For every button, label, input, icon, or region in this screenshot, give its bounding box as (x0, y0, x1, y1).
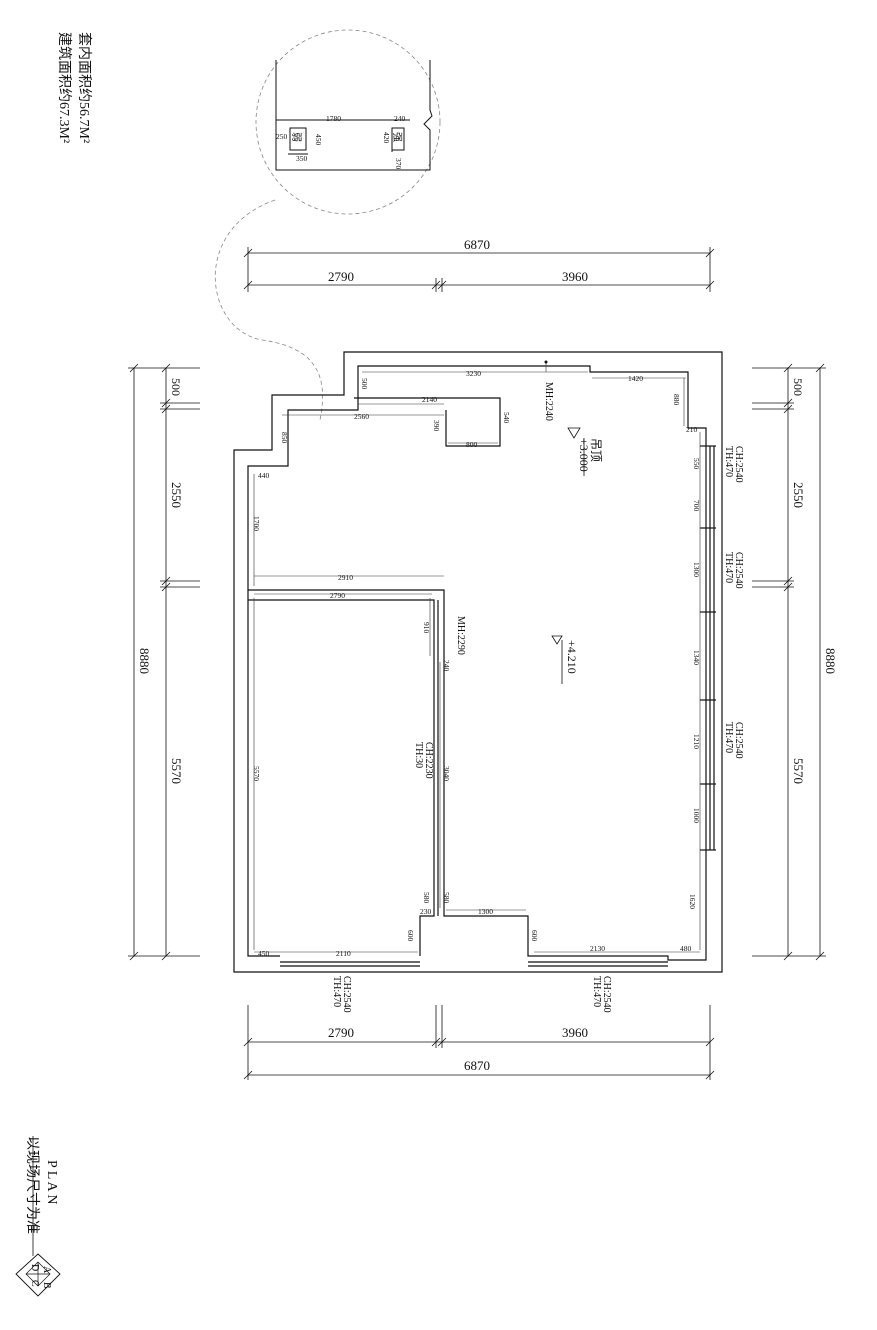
dim-440: 440 (258, 471, 270, 480)
left-depth-b: 2550 (169, 482, 184, 508)
left-depth-a: 500 (169, 378, 183, 396)
window-1-th: TH:470 (723, 446, 734, 477)
plan-title: P L A N (44, 1160, 59, 1204)
detail-dim-350: 350 (296, 154, 308, 163)
compass-icon: A B C D (15, 1253, 61, 1297)
plan-legend: P L A N 以现场尺寸为准 A B C D (15, 1136, 61, 1297)
window-4-ch: CH:2540 (341, 976, 352, 1013)
left-dimensions (128, 363, 200, 961)
dim-850: 850 (280, 432, 289, 444)
top-dimensions (243, 247, 715, 292)
ceiling-elevation-text: +3.000 (577, 438, 591, 472)
window-2-th: TH:470 (723, 552, 734, 583)
top-overall-width: 6870 (464, 237, 490, 252)
dim-450: 450 (258, 949, 270, 958)
left-overall-depth: 8880 (137, 648, 152, 674)
dim-580-right: 580 (442, 892, 451, 904)
right-dimensions (752, 363, 826, 961)
dim-1210: 1210 (692, 734, 701, 749)
dim-3040: 3040 (442, 766, 451, 781)
floor-elevation-text: +4.210 (565, 640, 579, 674)
dim-1420: 1420 (628, 374, 643, 383)
window-2-ch: CH:2540 (733, 552, 744, 589)
dim-580-left: 580 (422, 892, 431, 904)
right-overall-depth: 8880 (823, 648, 838, 674)
dim-240: 240 (442, 660, 451, 672)
right-depth-a: 500 (791, 378, 805, 396)
window-3-th: TH:470 (723, 722, 734, 753)
dim-3230: 3230 (466, 369, 481, 378)
dim-500: 500 (360, 378, 369, 390)
ceiling-elevation: 吊顶 +3.000 (567, 427, 603, 476)
dim-2560: 2560 (354, 412, 369, 421)
compass-a: A (41, 1266, 52, 1274)
dim-2910: 2910 (338, 573, 353, 582)
detail-dim-450: 450 (314, 134, 323, 146)
dim-600-right: 600 (530, 930, 539, 942)
dim-800: 800 (466, 440, 478, 449)
site-dimension-note: 以现场尺寸为准 (24, 1136, 40, 1234)
dim-1700: 1700 (252, 516, 261, 531)
dim-700: 700 (692, 500, 701, 512)
bottom-dimensions (243, 1005, 715, 1080)
dim-600-left: 600 (406, 930, 415, 942)
plan-labels: MH:2240 MH:2290 吊顶 +3.000 +4.210 CH:2540… (331, 360, 744, 1013)
weak-current-box: 弱 (290, 132, 302, 142)
dim-1300: 1300 (692, 562, 701, 577)
door-ch: CH:2230 (423, 742, 434, 779)
detail-dim-250: 250 (276, 132, 288, 141)
area-notes: 建筑面积约67.3M² 套内面积约56.7M² (56, 32, 92, 143)
strong-current-box: 强 (391, 132, 403, 142)
mh-2240-label: MH:2240 (543, 382, 554, 421)
window-5-th: TH:470 (591, 976, 602, 1007)
door-th: TH:30 (413, 742, 424, 768)
bottom-width-left: 2790 (328, 1025, 354, 1040)
dim-1620: 1620 (688, 894, 697, 909)
mh-2290-label: MH:2290 (455, 616, 466, 655)
detail-dim-370: 370 (394, 158, 403, 170)
dim-1340: 1340 (692, 650, 701, 665)
dim-480: 480 (680, 944, 692, 953)
dim-2130: 2130 (590, 944, 605, 953)
left-depth-c: 5570 (169, 758, 184, 784)
bottom-overall-width: 6870 (464, 1058, 490, 1073)
window-1-ch: CH:2540 (733, 446, 744, 483)
dim-550: 550 (692, 458, 701, 470)
bottom-width-right: 3960 (562, 1025, 588, 1040)
dim-880: 880 (672, 394, 681, 406)
interior-dimensions: 3230 1420 500 2140 540 2560 390 800 880 … (252, 369, 701, 958)
window-4-th: TH:470 (331, 976, 342, 1007)
window-5-ch: CH:2540 (601, 976, 612, 1013)
dim-5570: 5570 (252, 766, 261, 781)
compass-d: D (29, 1264, 40, 1271)
compass-b: B (41, 1282, 52, 1289)
detail-dim-1780: 1780 (326, 114, 341, 123)
compass-c: C (29, 1280, 40, 1287)
walls (233, 351, 723, 973)
right-depth-c: 5570 (791, 758, 806, 784)
window-3-ch: CH:2540 (733, 722, 744, 759)
dim-210: 210 (686, 425, 698, 434)
dim-230: 230 (420, 907, 432, 916)
detail-dim-420: 420 (382, 132, 391, 144)
dim-2140: 2140 (422, 395, 437, 404)
dim-1000: 1000 (692, 808, 701, 823)
dim-2110: 2110 (336, 949, 351, 958)
dim-1300-bottom: 1300 (478, 907, 493, 916)
building-area-text: 建筑面积约67.3M² (56, 32, 72, 143)
dim-2790: 2790 (330, 591, 345, 600)
detail-callout: 1780 240 250 350 450 420 370 弱 强 (214, 29, 441, 421)
right-depth-b: 2550 (791, 482, 806, 508)
top-width-left: 2790 (328, 269, 354, 284)
ceiling-label: 吊顶 (589, 438, 603, 462)
dim-390: 390 (432, 420, 441, 432)
interior-dimension-lines (253, 362, 701, 953)
dim-910: 910 (422, 622, 431, 634)
floor-elevation: +4.210 (551, 635, 579, 684)
dim-540: 540 (502, 412, 511, 424)
interior-area-text: 套内面积约56.7M² (76, 32, 92, 143)
top-width-right: 3960 (562, 269, 588, 284)
detail-dim-240: 240 (394, 114, 406, 123)
